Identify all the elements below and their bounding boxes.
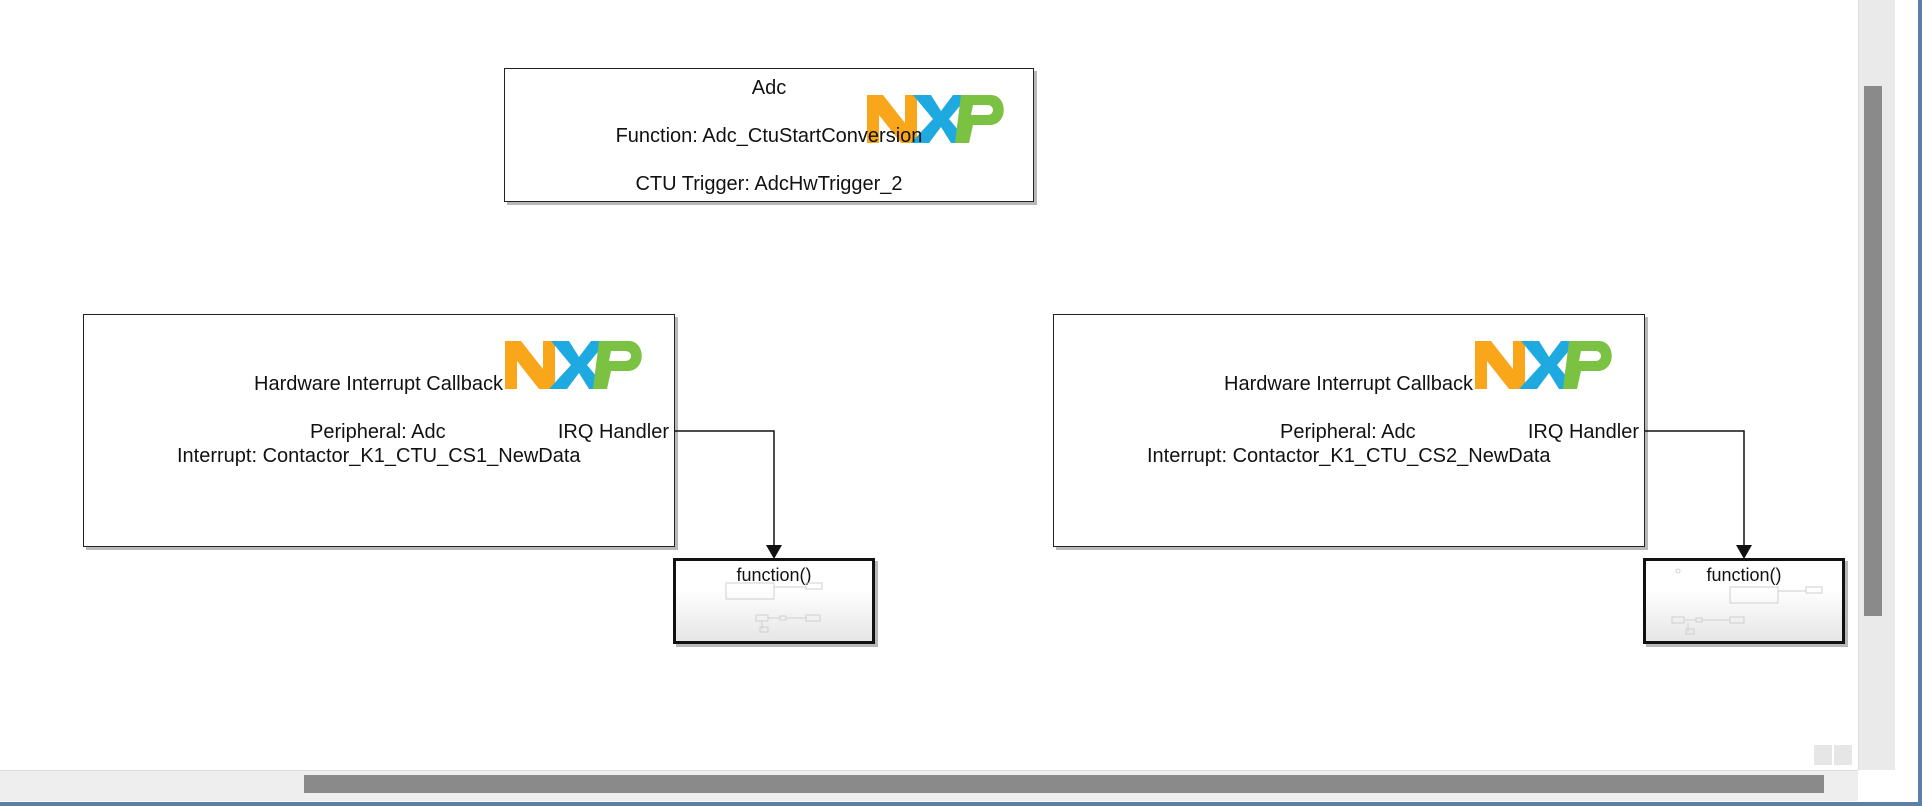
callback-interrupt: Interrupt: Contactor_K1_CTU_CS1_NewData (177, 445, 581, 467)
model-canvas[interactable]: Adc Function: Adc_CtuStartConversion CTU… (0, 0, 1858, 770)
canvas-grip-icon (1814, 745, 1854, 765)
arrowhead-1 (766, 545, 782, 559)
nxp-logo (1469, 335, 1619, 393)
adc-block[interactable]: Adc Function: Adc_CtuStartConversion CTU… (504, 68, 1034, 202)
nxp-logo (499, 335, 649, 393)
callback-peripheral: Peripheral: Adc (310, 421, 446, 443)
callback-peripheral: Peripheral: Adc (1280, 421, 1416, 443)
irq-handler-port[interactable]: IRQ Handler (557, 421, 669, 443)
nxp-logo (861, 89, 1011, 147)
hw-interrupt-callback-block-2[interactable]: Hardware Interrupt Callback Peripheral: … (1053, 314, 1645, 547)
function-call-subsystem-1[interactable]: function() (673, 558, 875, 644)
function-label: function() (1706, 565, 1782, 585)
arrowhead-2 (1736, 545, 1752, 559)
signal-line-2 (1645, 430, 1745, 546)
function-label: function() (736, 565, 812, 585)
callback-interrupt: Interrupt: Contactor_K1_CTU_CS2_NewData (1147, 445, 1551, 467)
signal-lines (675, 430, 1752, 559)
horizontal-scrollbar-thumb[interactable] (304, 775, 1824, 793)
signal-line-1 (675, 430, 775, 546)
callback-title: Hardware Interrupt Callback (254, 373, 503, 395)
adc-block-trigger: CTU Trigger: AdcHwTrigger_2 (635, 173, 903, 195)
callback-title: Hardware Interrupt Callback (1224, 373, 1473, 395)
subsystem-preview-icon (725, 582, 823, 633)
adc-block-function: Function: Adc_CtuStartConversion (615, 125, 923, 147)
irq-handler-port[interactable]: IRQ Handler (1527, 421, 1639, 443)
subsystem-preview-icon (1671, 568, 1823, 635)
vertical-scrollbar-thumb[interactable] (1864, 86, 1882, 616)
function-call-subsystem-2[interactable]: function() (1643, 558, 1845, 644)
window-border (0, 802, 1922, 806)
adc-block-title: Adc (751, 77, 787, 99)
hw-interrupt-callback-block-1[interactable]: Hardware Interrupt Callback Peripheral: … (83, 314, 675, 547)
window-border (1918, 0, 1922, 806)
